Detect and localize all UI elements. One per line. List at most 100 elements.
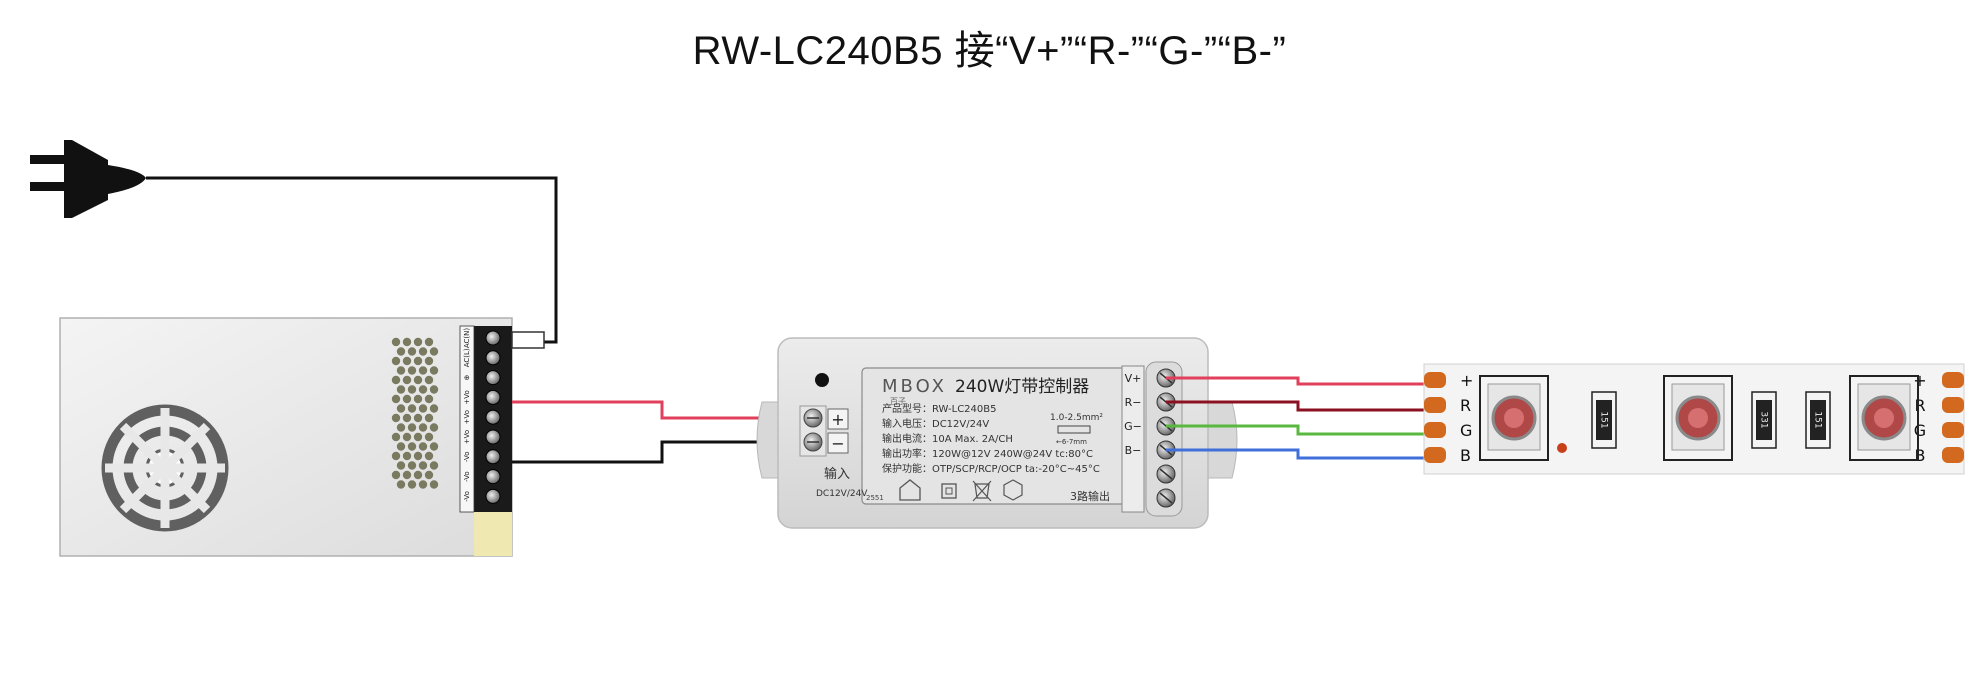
- strip-left-pads: +RGB: [1424, 371, 1473, 465]
- strip-pad-label: +: [1460, 371, 1473, 390]
- psu-fan-grille: [101, 404, 229, 532]
- vent-hole: [396, 442, 406, 451]
- psu-terminal-label: +Vo: [463, 410, 471, 424]
- wire-b-minus: [1166, 448, 1434, 460]
- wire-positive: [512, 400, 806, 420]
- strip-pad: [1424, 422, 1446, 438]
- screw-slot: [1159, 492, 1173, 504]
- square-icon: [941, 483, 957, 499]
- vent-hole: [407, 385, 417, 394]
- psu-vent-holes: [391, 337, 439, 489]
- vent-hole: [429, 480, 439, 489]
- vent-hole: [391, 470, 401, 480]
- strip-pad: [1424, 372, 1446, 388]
- resistor-body: [1596, 400, 1612, 440]
- vent-hole: [391, 375, 401, 385]
- psu-terminal-screw: [485, 409, 501, 425]
- square-icon-inner: [945, 487, 953, 495]
- screw-slot: [1159, 468, 1173, 480]
- vent-hole: [413, 451, 423, 461]
- vent-hole: [407, 366, 417, 375]
- vent-hole: [418, 461, 428, 470]
- strip-pad: [1424, 397, 1446, 413]
- vent-hole: [424, 375, 434, 385]
- vent-hole: [391, 432, 401, 442]
- controller-spec-0: 产品型号：RW-LC240B5: [882, 402, 997, 415]
- vent-hole: [402, 356, 412, 366]
- vent-hole: [396, 480, 406, 489]
- led-controller: MBOX 百子 240W灯带控制器 产品型号：RW-LC240B5 输入电压：D…: [756, 337, 1238, 529]
- psu-terminal-label: -Vo: [463, 451, 471, 462]
- psu-terminal-label: +Vo: [463, 390, 471, 404]
- vent-hole: [429, 404, 439, 413]
- resistor-outline: [1805, 391, 1831, 449]
- vent-hole: [424, 356, 434, 366]
- vent-hole: [407, 442, 417, 451]
- vent-hole: [413, 356, 423, 366]
- strip-leds: [1479, 375, 1919, 461]
- led-core: [1688, 408, 1708, 428]
- controller-wire-spec: 1.0-2.5mm²: [1050, 413, 1103, 423]
- strip-right-pads: +RGB: [1913, 371, 1964, 465]
- psu-terminal-label: -Vo: [463, 491, 471, 502]
- vent-hole: [418, 347, 428, 356]
- psu-terminal-label: AC(L): [463, 348, 471, 367]
- vent-hole: [407, 347, 417, 356]
- power-supply: AC(N)AC(L)⊕+Vo+Vo+Vo-Vo-Vo-Vo: [59, 317, 545, 557]
- wire-g-minus: [1166, 424, 1434, 436]
- output-terminal-label: R−: [1125, 396, 1142, 409]
- controller-name: 240W灯带控制器: [955, 377, 1089, 397]
- output-terminal-label: V+: [1125, 372, 1142, 385]
- vent-hole: [413, 375, 423, 385]
- psu-terminal-screw: [485, 429, 501, 445]
- vent-hole: [413, 394, 423, 404]
- controller-spec-3: 输出功率：120W@12V 240W@24V tc:80°C: [882, 447, 1093, 460]
- input-plus-label: +: [831, 410, 844, 429]
- controller-spec-2: 输出电流：10A Max. 2A/CH: [882, 432, 1013, 445]
- vent-hole: [402, 451, 412, 461]
- led-outline: [1663, 375, 1733, 461]
- led-core: [1874, 408, 1894, 428]
- controller-brand: MBOX: [882, 376, 947, 397]
- strip-pad-label: G: [1460, 421, 1472, 440]
- home-icon: [899, 479, 921, 501]
- resistor-body: [1810, 400, 1826, 440]
- vent-hole: [429, 442, 439, 451]
- strip-pad-label: B: [1915, 446, 1926, 465]
- vent-hole: [424, 394, 434, 404]
- vent-hole: [407, 423, 417, 432]
- controller-wire-strip: ←6-7mm: [1056, 438, 1087, 446]
- vent-hole: [418, 385, 428, 394]
- vent-hole: [391, 413, 401, 423]
- power-plug: [30, 140, 146, 218]
- output-terminal-label: G−: [1124, 420, 1142, 433]
- vent-hole: [402, 394, 412, 404]
- wire-negative: [512, 440, 806, 464]
- psu-terminal-screw: [485, 350, 501, 366]
- vent-hole: [396, 347, 406, 356]
- resistor-label: 151: [1599, 411, 1609, 428]
- resistor-label: 151: [1813, 411, 1823, 428]
- output-terminal-label: B−: [1125, 444, 1142, 457]
- ce-hex-icon: [1003, 479, 1023, 501]
- strip-pad: [1942, 397, 1964, 413]
- vent-hole: [418, 404, 428, 413]
- vent-hole: [424, 337, 434, 347]
- psu-terminal-screw: [485, 330, 501, 346]
- weee-bin-icon: [972, 480, 992, 502]
- vent-hole: [424, 413, 434, 423]
- vent-hole: [391, 394, 401, 404]
- vent-hole: [418, 480, 428, 489]
- vent-hole: [418, 366, 428, 375]
- vent-hole: [429, 461, 439, 470]
- vent-hole: [413, 432, 423, 442]
- resistor-outline: [1591, 391, 1617, 449]
- strip-pad-label: R: [1460, 396, 1471, 415]
- vent-hole: [396, 366, 406, 375]
- vent-hole: [391, 337, 401, 347]
- strip-pad: [1942, 422, 1964, 438]
- controller-code: 2551: [866, 494, 884, 502]
- vent-hole: [429, 347, 439, 356]
